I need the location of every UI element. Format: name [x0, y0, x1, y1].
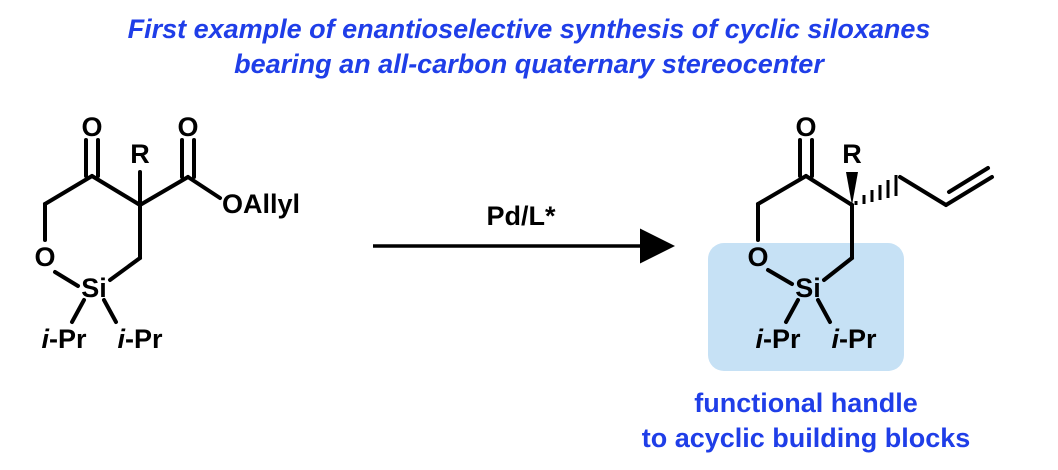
bond [102, 298, 118, 324]
product-ring-oxygen: O [747, 242, 768, 272]
bond [70, 298, 86, 324]
bond [947, 166, 990, 194]
reactant-ring-oxygen: O [34, 242, 55, 272]
bond [898, 175, 948, 207]
bond [816, 298, 832, 324]
bond [53, 270, 80, 288]
reactant-structure [43, 138, 222, 324]
bond [784, 298, 800, 324]
hashed-bond [854, 175, 898, 205]
product-r-group: R [842, 139, 862, 169]
bond [766, 268, 794, 286]
reactant-ester-oxygen: O [177, 112, 198, 142]
title-line-2: bearing an all-carbon quaternary stereoc… [234, 49, 825, 79]
reagent-label: Pd/L* [486, 201, 555, 231]
product-ipr-right: i-Pr [831, 324, 877, 354]
siloxane-highlight-box [708, 243, 904, 371]
bond [108, 256, 142, 282]
bond [944, 175, 994, 207]
reactant-ipr-right: i-Pr [117, 324, 163, 354]
caption-line-2: to acyclic building blocks [642, 423, 971, 453]
bond [186, 175, 222, 200]
product-structure [756, 138, 994, 324]
caption-line-1: functional handle [694, 388, 918, 418]
bond [804, 174, 854, 207]
bond [43, 174, 94, 206]
product-silicon: Si [795, 273, 821, 303]
reactant-silicon: Si [81, 273, 107, 303]
bond [90, 174, 142, 207]
bond [756, 174, 808, 206]
reactant-ketone-oxygen: O [81, 112, 102, 142]
reactant-ester-label: OAllyl [222, 189, 300, 219]
reactant-ipr-left: i-Pr [41, 324, 87, 354]
reactant-r-group: R [130, 139, 150, 169]
wedge-bond [846, 172, 858, 205]
product-ketone-oxygen: O [795, 112, 816, 142]
bond [822, 256, 854, 282]
title-line-1: First example of enantioselective synthe… [128, 14, 931, 44]
product-ipr-left: i-Pr [755, 324, 801, 354]
bond [138, 175, 190, 207]
